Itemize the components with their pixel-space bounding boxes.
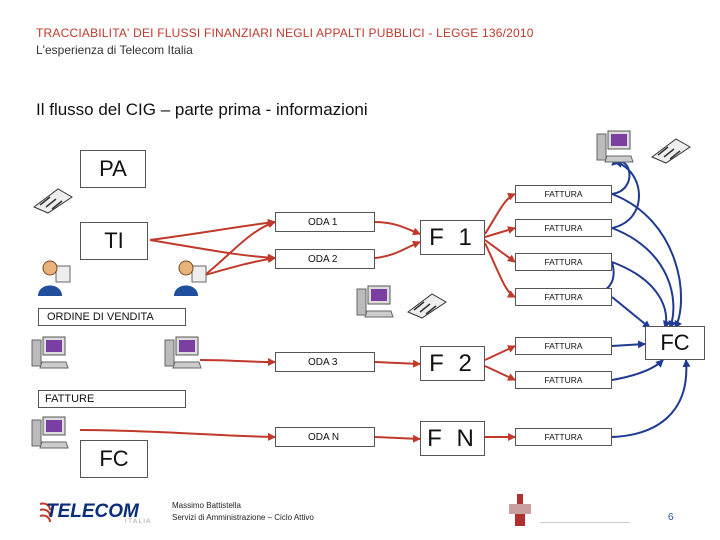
typing-hands-icon: [651, 138, 691, 164]
arrow-oda3-f2: [374, 359, 421, 368]
telecom-logo-sub: I T A L I A: [125, 519, 151, 525]
arrow-f1-fattura2: [484, 226, 516, 238]
node-fc-right: FC: [645, 326, 705, 360]
arrow-f1-fattura3: [484, 239, 516, 263]
telecom-logo-icon: [39, 502, 51, 523]
telecom-logo: TELECOM: [46, 501, 139, 522]
institution-logo-caption: [540, 522, 630, 524]
fattura-box-5: FATTURA: [515, 337, 612, 355]
fattura-box-6: FATTURA: [515, 371, 612, 389]
footer-author-block: Massimo Battistella Servizi di Amministr…: [172, 500, 314, 524]
user-icon: [174, 260, 207, 296]
header-title: TRACCIABILITA' DEI FLUSSI FINANZIARI NEG…: [36, 26, 534, 40]
node-pa: PA: [80, 150, 146, 188]
arrow-fattura2-fc: [611, 227, 677, 329]
computer-icon: [356, 285, 394, 318]
node-fn: F N: [420, 421, 485, 456]
typing-hands-icon: [407, 293, 447, 319]
arrow-fattura2-top-pc: [611, 159, 640, 229]
fattura-box-2: FATTURA: [515, 219, 612, 237]
arrow-fattura4-fc: [611, 296, 651, 329]
node-ordine-di-vendita: ORDINE DI VENDITA: [38, 308, 186, 326]
fattura-box-3: FATTURA: [515, 253, 612, 271]
header-subtitle: L'esperienza di Telecom Italia: [36, 43, 193, 57]
arrow-fattura6-fc: [611, 359, 664, 381]
oda-box-2: ODA 2: [275, 249, 375, 269]
node-f1: F 1: [420, 220, 485, 255]
arrow-fattura7-fc: [611, 359, 691, 438]
oda-box-1: ODA 1: [275, 212, 375, 232]
oda-box-n: ODA N: [275, 427, 375, 447]
arrow-fattura3-fc: [611, 261, 671, 329]
arrow-fattura1-top-pc: [611, 157, 631, 195]
arrow-client3-odan: [79, 429, 276, 441]
computer-icon: [31, 336, 69, 369]
slide-title: Il flusso del CIG – parte prima - inform…: [36, 100, 368, 119]
typing-hands-icon: [33, 188, 73, 214]
footer-author: Massimo Battistella: [172, 501, 241, 510]
arrow-f1-fattura4: [484, 242, 516, 298]
arrow-oda2-f1: [374, 240, 421, 259]
arrow-fattura5-fc: [611, 340, 646, 349]
arrow-client1-oda2: [204, 255, 276, 276]
arrow-odan-f3: [374, 434, 421, 443]
fattura-box-1: FATTURA: [515, 185, 612, 203]
arrow-f2-fattura6: [484, 365, 516, 381]
computer-icon: [164, 336, 202, 369]
fattura-box-4: FATTURA: [515, 288, 612, 306]
arrow-ti-oda1: [149, 218, 276, 241]
arrow-client2-oda3: [199, 357, 276, 366]
node-f2: F 2: [420, 346, 485, 381]
arrow-f2-fattura5: [484, 345, 516, 361]
institution-logo-icon: [509, 494, 531, 526]
node-fc-bottom: FC: [80, 440, 148, 478]
footer-dept: Servizi di Amministrazione – Ciclo Attiv…: [172, 513, 314, 522]
computer-icon: [596, 130, 634, 163]
fattura-box-7: FATTURA: [515, 428, 612, 446]
page-number: 6: [668, 512, 674, 523]
computer-icon: [31, 416, 69, 449]
arrow-f1-fattura1: [484, 192, 516, 235]
oda-box-3: ODA 3: [275, 352, 375, 372]
user-icon: [38, 260, 71, 296]
node-ti: TI: [80, 222, 148, 260]
node-fatture: FATTURE: [38, 390, 186, 408]
arrow-ti-oda2: [149, 239, 276, 262]
arrow-client1-oda1: [204, 220, 276, 276]
arrow-oda1-f1: [374, 221, 421, 236]
arrow-fattura1-fc: [611, 193, 682, 329]
